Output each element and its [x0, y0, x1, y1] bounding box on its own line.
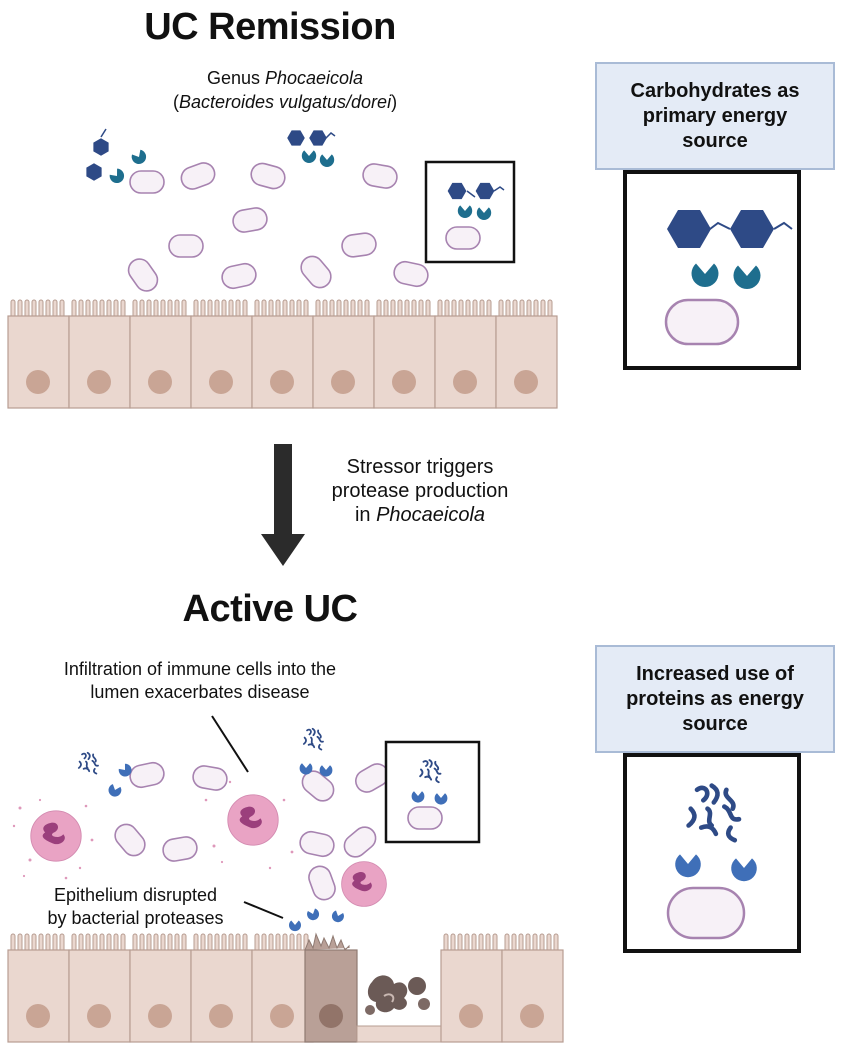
paren-open: ( [172, 92, 179, 112]
immune-cell [341, 861, 387, 907]
bacterium [168, 234, 204, 258]
bacterium [177, 159, 219, 193]
infiltration-line1: Infiltration of immune cells into the [63, 659, 337, 679]
enzyme-icon [107, 167, 127, 186]
carbohydrate-info-box: Carbohydrates as primary energy source [595, 62, 835, 170]
bacterium [219, 260, 259, 292]
active-uc-title: Active UC [182, 588, 359, 630]
immune-cell [30, 810, 82, 862]
epithelium-pointer [243, 901, 284, 919]
carb-box-line3: source [682, 129, 748, 152]
protein-fragment-icon [77, 751, 99, 775]
epithelium-line1: Epithelium disrupted [53, 885, 218, 905]
bacterium [339, 821, 381, 863]
bacterium [297, 828, 337, 860]
enzyme-icon [129, 148, 149, 167]
protein-fragment-icon [302, 727, 324, 751]
protease-icon [106, 783, 123, 799]
carb-box-line1: Carbohydrates as [630, 79, 800, 102]
stressor-line3-prefix: in [354, 504, 377, 526]
bacterium [109, 819, 151, 861]
protein-zoom-panel [623, 753, 801, 953]
carb-box-line2: primary energy [642, 104, 788, 127]
genus-prefix: Genus [206, 68, 265, 88]
stressor-line2: protease production [331, 480, 509, 502]
protease-icon [330, 909, 346, 924]
species-name: Bacteroides vulgatus/dorei [178, 92, 392, 112]
bacterium [360, 161, 400, 191]
bacterium [127, 759, 167, 791]
immune-debris [12, 780, 294, 880]
carbohydrate-hexagon-icon [447, 182, 505, 200]
epithelium-annotation: Epithelium disrupted by bacterial protea… [18, 884, 253, 930]
carbohydrate-hexagon-icon [82, 128, 113, 183]
carbohydrate-zoom-panel [623, 170, 801, 370]
bacterium [160, 834, 200, 864]
paren-close: ) [391, 92, 398, 112]
stressor-genus: Phocaeicola [376, 504, 486, 526]
protease-icon [305, 907, 321, 922]
enzyme-icon [319, 154, 335, 167]
bacterium [339, 230, 379, 260]
epithelium-line2: by bacterial proteases [47, 908, 224, 928]
dead-cell-debris [356, 975, 442, 1043]
infiltration-pointer [211, 715, 249, 773]
transition-arrow [261, 444, 305, 566]
prot-box-line3: source [682, 712, 748, 735]
bacterium [295, 251, 337, 293]
top-epithelium [7, 299, 558, 409]
top-lumen [82, 128, 516, 297]
damaged-epithelial-cell [304, 932, 358, 1043]
genus-name: Phocaeicola [264, 68, 364, 88]
bacterium [123, 253, 163, 297]
infiltration-line2: lumen exacerbates disease [90, 682, 310, 702]
carbohydrate-hexagon-icon [287, 130, 336, 146]
bacterium [129, 170, 165, 194]
bottom-epithelium [7, 932, 564, 1043]
prot-box-line1: Increased use of [636, 662, 794, 685]
enzyme-icon [301, 150, 317, 163]
bacterium [305, 862, 339, 904]
genus-label: Genus Phocaeicola (Bacteroides vulgatus/… [150, 66, 420, 114]
bacterium [190, 763, 230, 793]
stressor-line3: in Phocaeicola [300, 503, 540, 527]
bacterium [391, 258, 431, 290]
protease-icon [289, 920, 301, 932]
uc-remission-title: UC Remission [144, 6, 396, 48]
bacterium [445, 226, 481, 250]
immune-cell [227, 794, 279, 846]
bacterium [247, 160, 289, 192]
bacterium [230, 205, 270, 235]
stressor-label: Stressor triggers protease production in… [300, 455, 540, 527]
prot-box-line2: proteins as energy [626, 687, 804, 710]
protein-info-box: Increased use of proteins as energy sour… [595, 645, 835, 753]
stressor-line1: Stressor triggers [346, 456, 494, 478]
bacterium [407, 806, 443, 830]
bottom-lumen [12, 715, 481, 932]
infiltration-annotation: Infiltration of immune cells into the lu… [15, 658, 385, 704]
